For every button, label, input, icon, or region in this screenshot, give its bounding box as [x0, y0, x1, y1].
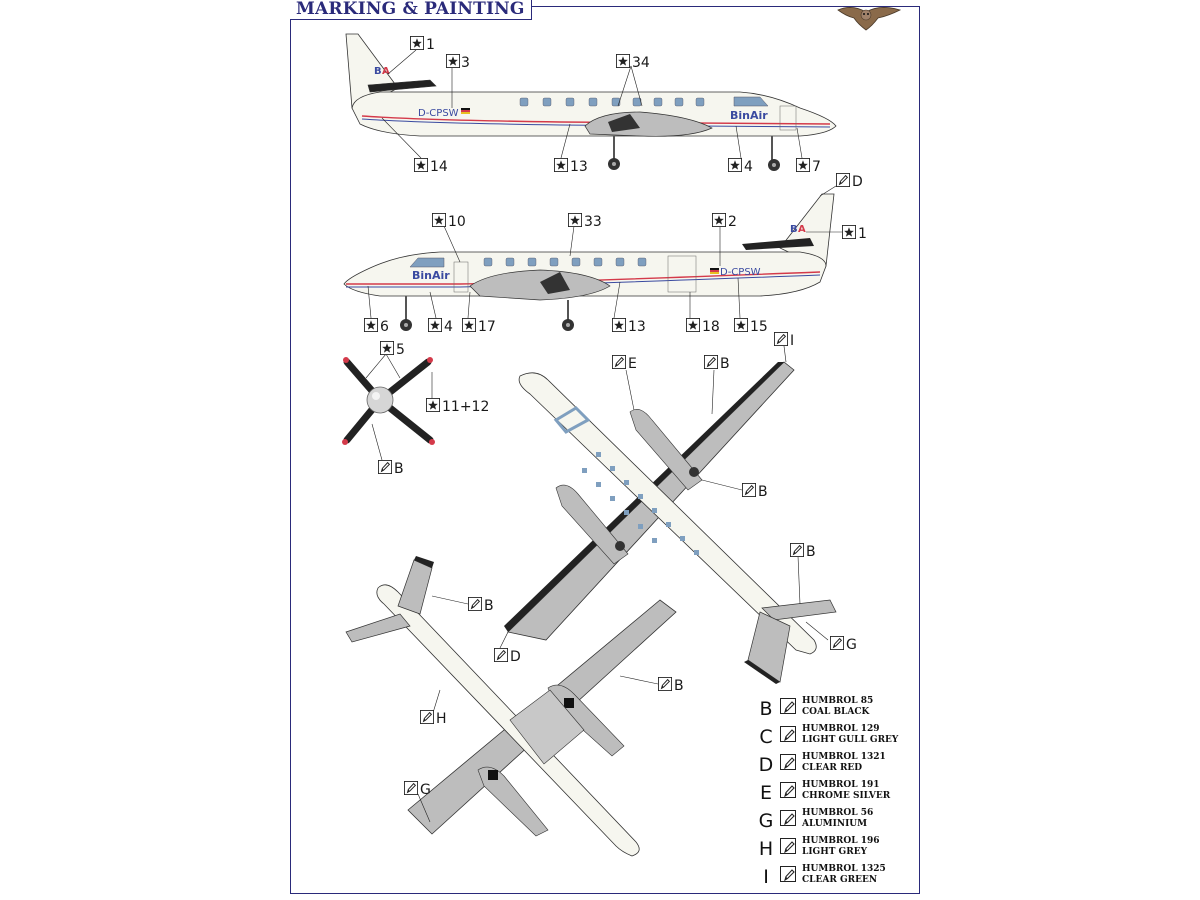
legend-code: HUMBROL 1321 [802, 752, 886, 762]
callout-33: 33 [584, 214, 602, 230]
legend-letter: D [758, 754, 774, 776]
callout-10: 10 [448, 214, 466, 230]
callout-6: 6 [380, 319, 389, 335]
callout-14: 14 [430, 159, 448, 175]
callout-11-12: 11+12 [442, 399, 489, 415]
legend-color-name: CLEAR GREEN [802, 875, 878, 885]
paint-brush-icon [780, 754, 796, 770]
callout-g-top: G [846, 637, 857, 653]
callout-1-port: 1 [858, 226, 867, 242]
owl-logo-icon [837, 7, 902, 31]
callout-b-bottom-wing: B [674, 678, 684, 694]
paint-brush-icon [780, 810, 796, 826]
svg-text:A: A [798, 224, 806, 235]
callout-17: 17 [478, 319, 496, 335]
callout-h: H [436, 711, 447, 727]
callout-b-top-wing: B [720, 356, 730, 372]
callout-d: D [852, 174, 863, 190]
side-view-starboard: B A D-CPSW BinAir 1 3 34 14 13 4 7 [345, 33, 837, 175]
callout-7: 7 [812, 159, 821, 175]
legend-letter: C [759, 726, 773, 748]
side-view-port: B A D-CPSW BinAir D 10 33 2 1 6 [343, 173, 867, 335]
legend-code: HUMBROL 191 [802, 780, 880, 790]
callout-13-port: 13 [628, 319, 646, 335]
svg-text:B: B [790, 224, 798, 235]
svg-text:A: A [382, 66, 390, 77]
legend-color-name: ALUMINIUM [802, 819, 868, 829]
callout-d-bottom: D [510, 649, 521, 665]
binair-logo-2: BinAir [412, 269, 450, 282]
callout-1: 1 [426, 37, 435, 53]
paint-brush-icon [780, 698, 796, 714]
legend-code: HUMBROL 56 [802, 808, 874, 818]
legend-letter: E [759, 782, 772, 804]
legend-color-name: CHROME SILVER [802, 791, 891, 801]
callout-18: 18 [702, 319, 720, 335]
legend-color-name: COAL BLACK [802, 707, 870, 717]
legend-letter: I [763, 866, 769, 888]
callout-3: 3 [461, 55, 470, 71]
paint-brush-icon [780, 726, 796, 742]
callout-13: 13 [570, 159, 588, 175]
callout-2: 2 [728, 214, 737, 230]
callout-b-bottom-tail: B [484, 598, 494, 614]
legend-color-name: LIGHT GULL GREY [802, 735, 899, 745]
top-view: E B I B B G [504, 332, 857, 684]
legend-letter: H [758, 838, 774, 860]
registration-text-2: D-CPSW [720, 267, 761, 278]
paint-brush-icon [780, 782, 796, 798]
callout-5: 5 [396, 342, 405, 358]
legend-code: HUMBROL 1325 [802, 864, 886, 874]
svg-text:B: B [374, 66, 382, 77]
page-title: MARKING & PAINTING [290, 0, 532, 20]
legend-letter: G [758, 810, 774, 832]
bottom-view: B D B H G [345, 556, 684, 857]
binair-logo: BinAir [730, 109, 768, 122]
legend-code: HUMBROL 85 [802, 696, 874, 706]
legend-color-name: CLEAR RED [802, 763, 863, 773]
callout-g-bottom: G [420, 782, 431, 798]
propeller-diagram: 5 11+12 B [342, 341, 489, 477]
legend-letter: B [759, 698, 773, 720]
callout-34: 34 [632, 55, 650, 71]
callout-b-top-nacelle: B [758, 484, 768, 500]
legend-code: HUMBROL 196 [802, 836, 880, 846]
callout-e: E [628, 356, 637, 372]
legend-code: HUMBROL 129 [802, 724, 880, 734]
legend-color-name: LIGHT GREY [802, 847, 868, 857]
callout-b-top-tail: B [806, 544, 816, 560]
callout-4: 4 [744, 159, 753, 175]
callout-15: 15 [750, 319, 768, 335]
registration-text: D-CPSW [418, 108, 459, 119]
paint-brush-icon [780, 866, 796, 882]
callout-4-port: 4 [444, 319, 453, 335]
callout-b-prop: B [394, 461, 404, 477]
paint-brush-icon [780, 838, 796, 854]
callout-i: I [790, 333, 794, 349]
